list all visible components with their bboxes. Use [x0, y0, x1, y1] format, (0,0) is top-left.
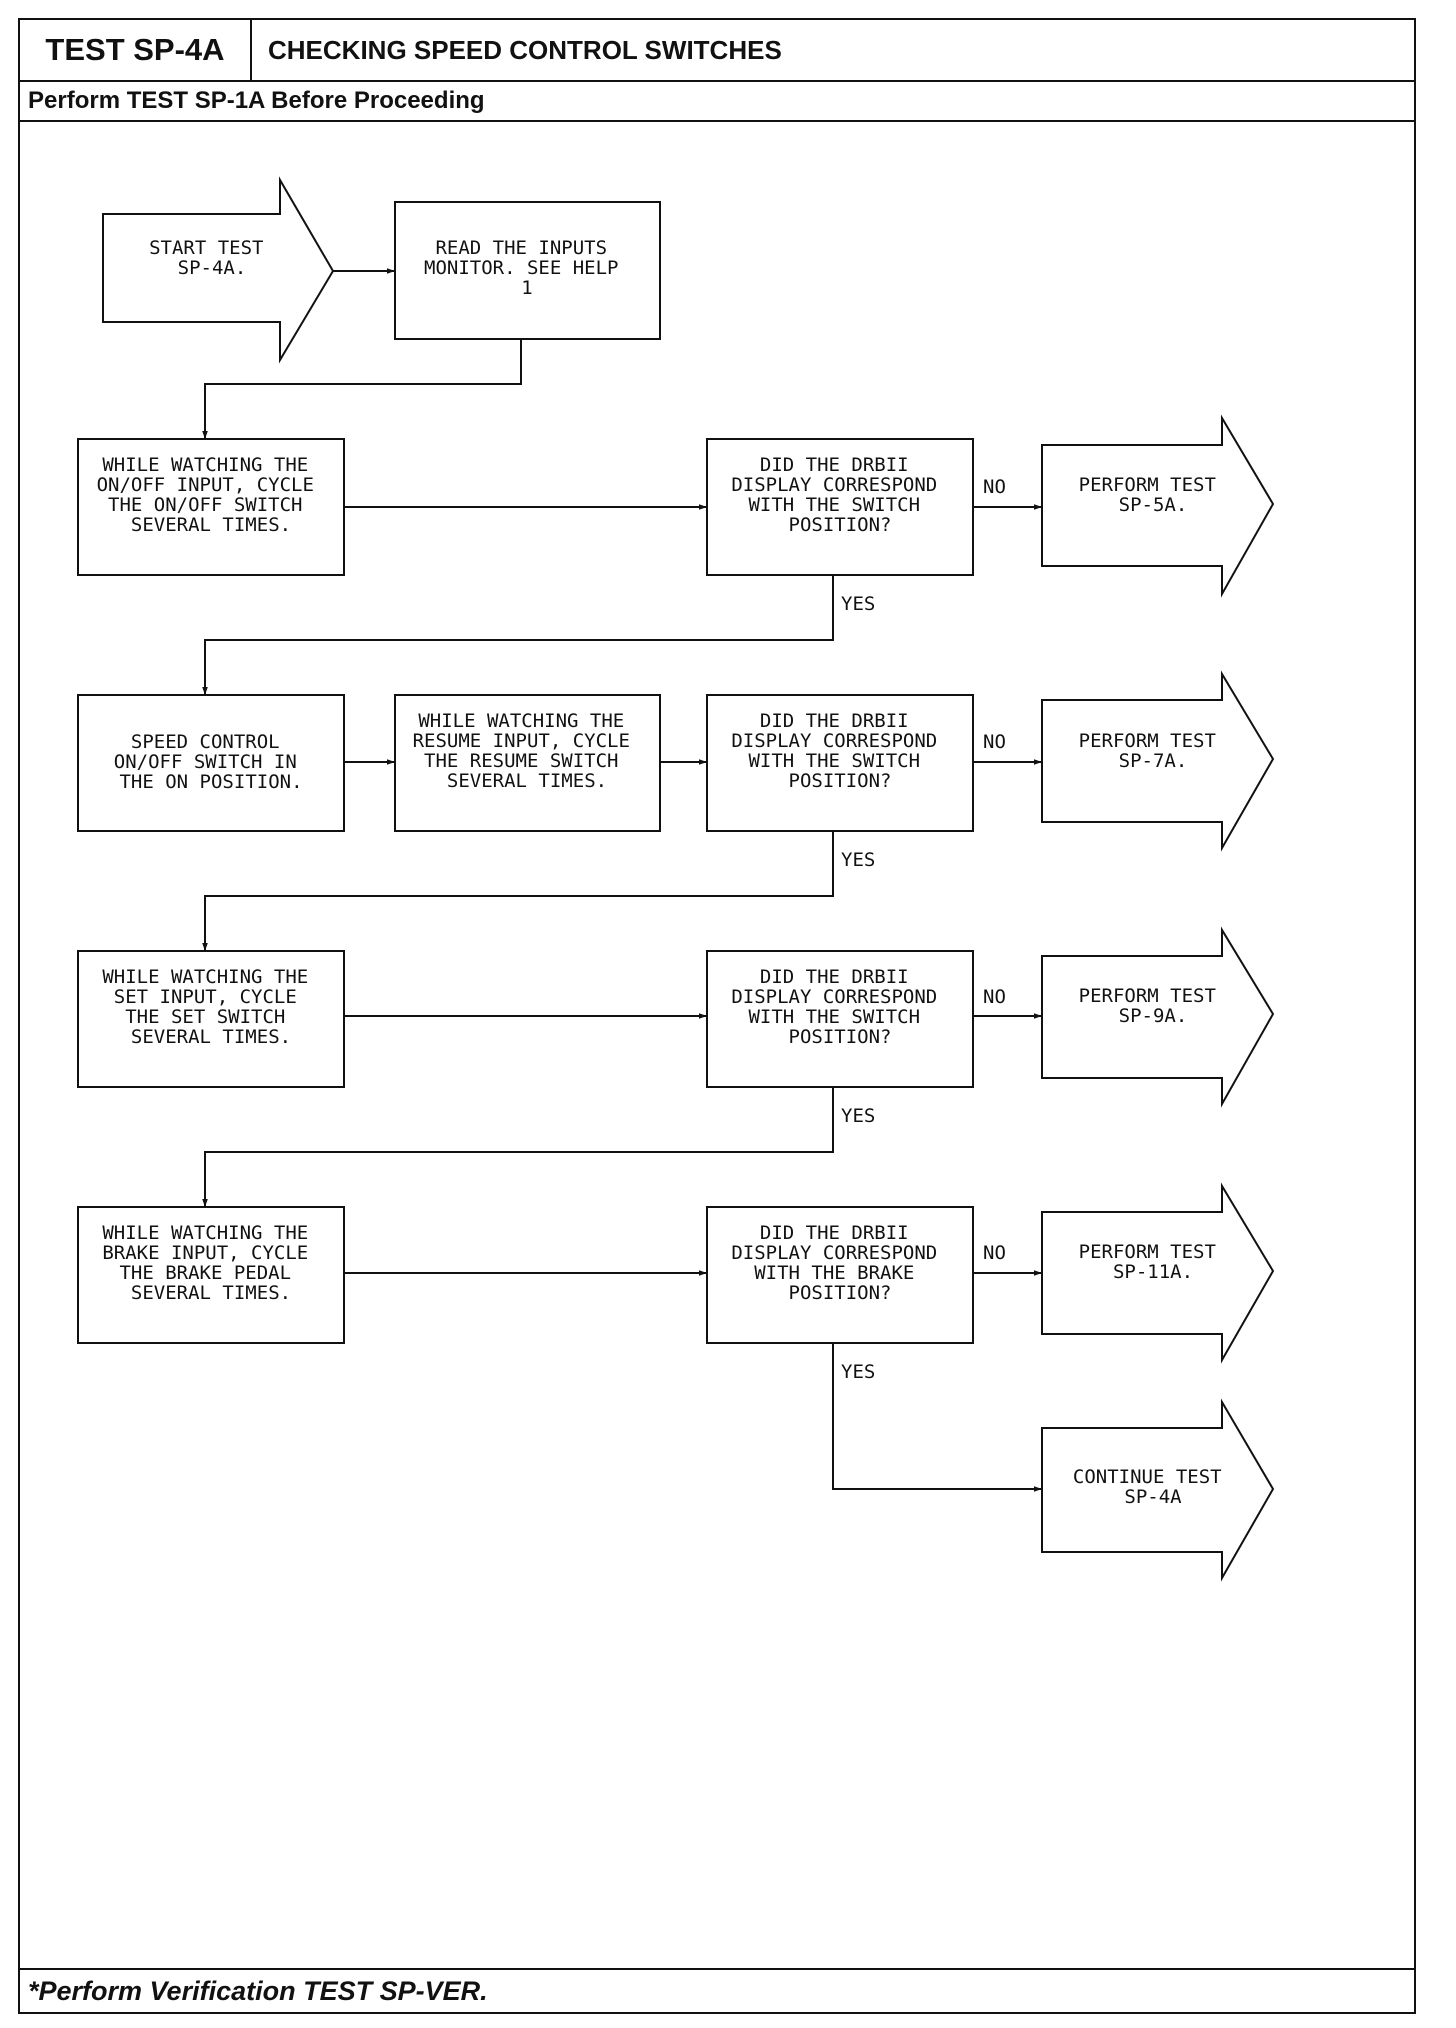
result4-line: SP-11A. — [1113, 1261, 1193, 1283]
decision2-line: WITH THE SWITCH — [748, 750, 920, 772]
page-title: CHECKING SPEED CONTROL SWITCHES — [268, 34, 782, 65]
step4-line: SEVERAL TIMES. — [131, 1282, 291, 1304]
decision4-text: DID THE DRBII DISPLAY CORRESPOND WITH TH… — [731, 1222, 948, 1304]
label-yes-1: YES — [841, 593, 875, 615]
step4-line: BRAKE INPUT, CYCLE — [102, 1242, 308, 1264]
result3-line: SP-9A. — [1119, 1005, 1188, 1027]
read-inputs-line: 1 — [521, 277, 532, 299]
step2b-line: WHILE WATCHING THE — [418, 710, 624, 732]
edge-decision1-yes — [202, 575, 834, 695]
decision2-line: DISPLAY CORRESPOND — [731, 730, 937, 752]
step2b-line: SEVERAL TIMES. — [447, 770, 607, 792]
step3-line: WHILE WATCHING THE — [102, 966, 308, 988]
label-no-1: NO — [983, 476, 1006, 498]
step2a-line: ON/OFF SWITCH IN — [114, 751, 297, 773]
result4-text: PERFORM TEST SP-11A. — [1079, 1241, 1228, 1283]
start-line: SP-4A. — [178, 257, 247, 279]
step4-box — [77, 1206, 345, 1344]
result4-arrow-shape — [1041, 1182, 1275, 1364]
result3-arrow-shape — [1041, 926, 1275, 1108]
start-text: START TEST SP-4A. — [149, 237, 275, 279]
label-yes-2: YES — [841, 849, 875, 871]
decision4-line: POSITION? — [789, 1282, 892, 1304]
step3-box — [77, 950, 345, 1088]
result2-text: PERFORM TEST SP-7A. — [1079, 730, 1228, 772]
result3-text: PERFORM TEST SP-9A. — [1079, 985, 1228, 1027]
label-no-3: NO — [983, 986, 1006, 1008]
footer-divider — [20, 1968, 1416, 1970]
step1-text: WHILE WATCHING THE ON/OFF INPUT, CYCLE T… — [97, 454, 326, 536]
step2b-line: THE RESUME SWITCH — [424, 750, 618, 772]
label-yes-3: YES — [841, 1105, 875, 1127]
continue-text: CONTINUE TEST SP-4A — [1073, 1466, 1233, 1508]
label-no-4: NO — [983, 1242, 1006, 1264]
read-inputs-text: READ THE INPUTS MONITOR. SEE HELP 1 — [424, 237, 630, 299]
continue-line: SP-4A — [1124, 1486, 1182, 1508]
step1-line: ON/OFF INPUT, CYCLE — [97, 474, 314, 496]
step4-line: WHILE WATCHING THE — [102, 1222, 308, 1244]
step2a-line: SPEED CONTROL — [131, 731, 280, 753]
decision1-text: DID THE DRBII DISPLAY CORRESPOND WITH TH… — [731, 454, 948, 536]
result2-line: PERFORM TEST — [1079, 730, 1216, 752]
step2b-text: WHILE WATCHING THE RESUME INPUT, CYCLE T… — [413, 710, 642, 792]
verification-note: *Perform Verification TEST SP-VER. — [28, 1975, 488, 2006]
decision2-text: DID THE DRBII DISPLAY CORRESPOND WITH TH… — [731, 710, 948, 792]
step3-line: SEVERAL TIMES. — [131, 1026, 291, 1048]
edge-decision3-yes — [202, 1087, 834, 1207]
start-line: START TEST — [149, 237, 263, 259]
step3-line: THE SET SWITCH — [125, 1006, 285, 1028]
decision1-line: DISPLAY CORRESPOND — [731, 474, 937, 496]
label-yes-4: YES — [841, 1361, 875, 1383]
edge-decision4-yes — [832, 1343, 1042, 1492]
decision1-line: WITH THE SWITCH — [748, 494, 920, 516]
result1-text: PERFORM TEST SP-5A. — [1079, 474, 1228, 516]
edge-decision2-yes — [202, 831, 834, 951]
decision3-line: DID THE DRBII — [760, 966, 909, 988]
step1-line: WHILE WATCHING THE — [102, 454, 308, 476]
decision1-line: POSITION? — [789, 514, 892, 536]
continue-line: CONTINUE TEST — [1073, 1466, 1222, 1488]
decision3-box — [706, 950, 974, 1088]
result4-line: PERFORM TEST — [1079, 1241, 1216, 1263]
decision2-line: POSITION? — [789, 770, 892, 792]
test-id: TEST SP-4A — [20, 20, 252, 80]
result2-arrow-shape — [1041, 670, 1275, 852]
decision2-line: DID THE DRBII — [760, 710, 909, 732]
continue-arrow-shape — [1041, 1398, 1275, 1582]
result1-line: SP-5A. — [1119, 494, 1188, 516]
start-arrow-shape — [102, 176, 335, 364]
decision3-text: DID THE DRBII DISPLAY CORRESPOND WITH TH… — [731, 966, 948, 1048]
header-divider-2 — [20, 120, 1416, 122]
decision4-line: WITH THE BRAKE — [754, 1262, 914, 1284]
read-inputs-line: MONITOR. SEE HELP — [424, 257, 618, 279]
prerequisite-note: Perform TEST SP-1A Before Proceeding — [28, 87, 485, 114]
result1-line: PERFORM TEST — [1079, 474, 1216, 496]
decision4-line: DID THE DRBII — [760, 1222, 909, 1244]
step3-line: SET INPUT, CYCLE — [114, 986, 297, 1008]
step2b-line: RESUME INPUT, CYCLE — [413, 730, 630, 752]
label-no-2: NO — [983, 731, 1006, 753]
step1-line: SEVERAL TIMES. — [131, 514, 291, 536]
decision4-box — [706, 1206, 974, 1344]
header-divider — [20, 80, 1416, 82]
step2a-text: SPEED CONTROL ON/OFF SWITCH IN THE ON PO… — [114, 731, 308, 793]
decision1-line: DID THE DRBII — [760, 454, 909, 476]
result3-line: PERFORM TEST — [1079, 985, 1216, 1007]
result2-line: SP-7A. — [1119, 750, 1188, 772]
step4-text: WHILE WATCHING THE BRAKE INPUT, CYCLE TH… — [102, 1222, 319, 1304]
result1-arrow-shape — [1041, 414, 1275, 598]
step1-line: THE ON/OFF SWITCH — [108, 494, 302, 516]
step3-text: WHILE WATCHING THE SET INPUT, CYCLE THE … — [102, 966, 319, 1048]
decision3-line: POSITION? — [789, 1026, 892, 1048]
page-frame — [18, 18, 1416, 2014]
step2a-line: THE ON POSITION. — [119, 771, 302, 793]
edge-read-to-step1 — [202, 339, 522, 439]
decision3-line: DISPLAY CORRESPOND — [731, 986, 937, 1008]
decision4-line: DISPLAY CORRESPOND — [731, 1242, 937, 1264]
decision3-line: WITH THE SWITCH — [748, 1006, 920, 1028]
read-inputs-line: READ THE INPUTS — [435, 237, 607, 259]
step4-line: THE BRAKE PEDAL — [119, 1262, 291, 1284]
